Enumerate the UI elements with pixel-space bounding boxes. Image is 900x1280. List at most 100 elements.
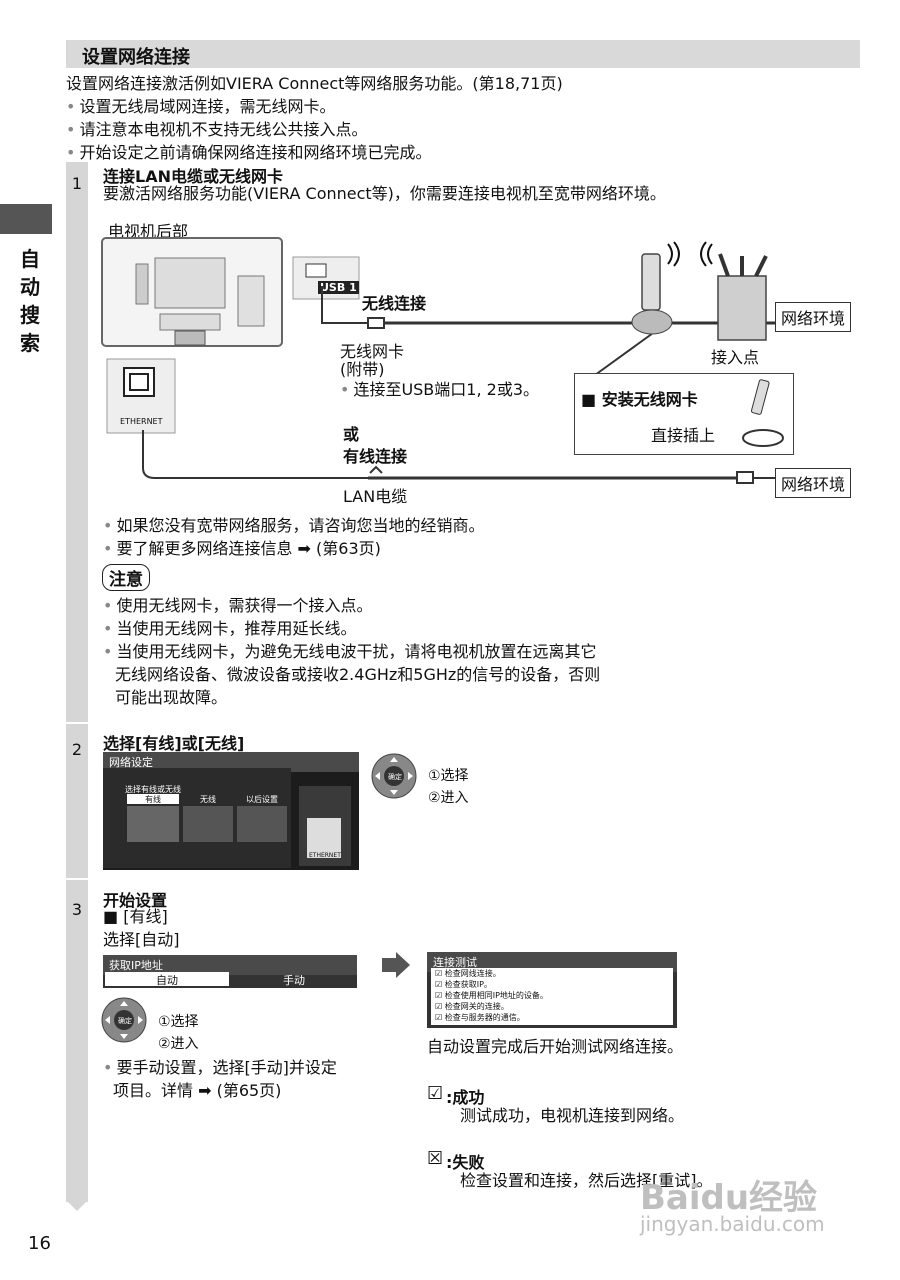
usb-port-label: USB 1 <box>318 281 359 294</box>
remote-dpad-icon <box>371 753 417 799</box>
adapter-plug-icon <box>742 379 784 447</box>
or-label: 或 <box>343 425 360 444</box>
step-number-2: 2 <box>71 740 83 759</box>
connection-test-screen: 连接测试 ☑ 检查网线连接。 ☑ 检查获取IP。 ☑ 检查使用相同IP地址的设备… <box>427 952 677 1028</box>
nav-enter: ②进入 <box>428 790 469 806</box>
watermark-brand: Baidu经验 <box>640 1178 818 1218</box>
success-label: :成功 <box>446 1088 485 1107</box>
adapter-incl-label: (附带) <box>340 360 385 379</box>
intro-note-1: 设置无线局域网连接，需无线网卡。 <box>66 95 563 118</box>
nav-select: ①选择 <box>428 768 469 784</box>
manual-note-line-2: 项目。详情 ➡ (第65页) <box>113 1081 282 1100</box>
caution-item-3-line-1: 当使用无线网卡，为避免无线电波干扰，请将电视机放置在远离其它 <box>103 640 600 663</box>
access-point-label: 接入点 <box>711 348 760 367</box>
step1-bullet-1: 如果您没有宽带网络服务，请咨询您当地的经销商。 <box>103 514 484 537</box>
menu-prompt: 选择有线或无线 <box>125 785 181 794</box>
intro-note-3: 开始设定之前请确保网络连接和网络环境已完成。 <box>66 141 563 164</box>
wired-thumbnail <box>127 806 179 842</box>
network-env-label-2: 网络环境 <box>775 468 852 498</box>
install-title: ■ 安装无线网卡 <box>581 390 698 409</box>
arrow-right-icon <box>382 952 410 978</box>
step-bar-arrow <box>66 1200 88 1211</box>
step1-bullet-2: 要了解更多网络连接信息 ➡ (第63页) <box>103 537 484 560</box>
manual-note: 要手动设置，选择[手动]并设定 项目。详情 ➡ (第65页) <box>103 1056 337 1102</box>
wireless-thumbnail <box>183 806 233 842</box>
ip-option-auto[interactable]: 自动 <box>105 972 229 987</box>
menu-title: 网络设定 <box>103 752 359 772</box>
ip-menu: 获取IP地址 自动 手动 <box>103 955 357 988</box>
side-label: 自动搜索 <box>20 247 40 355</box>
section-title: 设置网络连接 <box>82 47 190 68</box>
tv-rear-illustration <box>101 237 283 347</box>
step1-bullets: 如果您没有宽带网络服务，请咨询您当地的经销商。 要了解更多网络连接信息 ➡ (第… <box>103 514 484 560</box>
option-wireless[interactable]: 无线 <box>200 795 216 804</box>
usb-note: 连接至USB端口1, 2或3。 <box>340 378 539 401</box>
test-title: 连接测试 <box>427 952 677 972</box>
install-box: ■ 安装无线网卡 直接插上 <box>574 373 794 455</box>
caution-item-2: 当使用无线网卡，推荐用延长线。 <box>103 617 600 640</box>
step3-title: 开始设置 <box>103 891 168 910</box>
screen-ethernet-label: ETHERNET <box>309 852 341 859</box>
install-note: 直接插上 <box>651 426 716 445</box>
option-later[interactable]: 以后设置 <box>246 795 278 804</box>
fail-icon: ☒ <box>427 1148 444 1169</box>
step1-title: 连接LAN电缆或无线网卡 <box>103 167 283 186</box>
test-item-1: ☑ 检查网线连接。 <box>435 969 501 978</box>
lan-cable-label: LAN电缆 <box>343 487 408 506</box>
watermark-url: jingyan.baidu.com <box>640 1212 825 1236</box>
remote-dpad-icon <box>101 997 147 1043</box>
side-tab-marker <box>0 204 52 234</box>
step-bar <box>66 162 88 1202</box>
ip-menu-title: 获取IP地址 <box>103 955 357 975</box>
step-separator <box>66 722 860 724</box>
test-item-3: ☑ 检查使用相同IP地址的设备。 <box>435 991 548 1000</box>
page-number: 16 <box>28 1233 51 1254</box>
test-note: 自动设置完成后开始测试网络连接。 <box>427 1037 684 1056</box>
access-point-icon <box>717 253 768 341</box>
test-item-2: ☑ 检查获取IP。 <box>435 980 492 989</box>
adapter-label: 无线网卡 <box>340 342 405 361</box>
connection-diagram <box>142 286 780 484</box>
manual-note-line-1: 要手动设置，选择[手动]并设定 <box>103 1056 337 1079</box>
option-wired[interactable]: 有线 <box>127 794 179 804</box>
step3-select-auto: 选择[自动] <box>103 930 180 949</box>
test-item-5: ☑ 检查与服务器的通信。 <box>435 1013 525 1022</box>
wireless-adapter-icon <box>631 253 673 335</box>
ip-option-manual[interactable]: 手动 <box>283 974 305 987</box>
tv-rear-label: 电视机后部 <box>108 222 189 241</box>
ethernet-port-zoom <box>106 358 176 434</box>
test-item-4: ☑ 检查网关的连接。 <box>435 1002 509 1011</box>
step2-title: 选择[有线]或[无线] <box>103 734 245 753</box>
intro-text: 设置网络连接激活例如VIERA Connect等网络服务功能。(第18,71页) <box>66 74 563 93</box>
later-thumbnail <box>237 806 287 842</box>
section-header-bar <box>66 40 860 68</box>
ethernet-label: ETHERNET <box>120 417 163 426</box>
step-separator <box>66 878 860 880</box>
ok-button[interactable]: 确定 <box>388 773 402 781</box>
wireless-conn-label: 无线连接 <box>362 294 427 313</box>
caution-label: 注意 <box>102 564 150 591</box>
success-text: 测试成功，电视机连接到网络。 <box>460 1106 685 1125</box>
step3-wired: ■ [有线] <box>103 907 168 926</box>
step-number-3: 3 <box>71 900 83 919</box>
ok-button[interactable]: 确定 <box>118 1017 132 1025</box>
intro-note-2: 请注意本电视机不支持无线公共接入点。 <box>66 118 563 141</box>
caution-item-3-line-2: 无线网络设备、微波设备或接收2.4GHz和5GHz的信号的设备，否则 <box>115 665 601 684</box>
step1-desc: 要激活网络服务功能(VIERA Connect等)，你需要连接电视机至宽带网络环… <box>103 184 666 203</box>
check-icon: ☑ <box>427 1083 444 1104</box>
caution-list: 使用无线网卡，需获得一个接入点。 当使用无线网卡，推荐用延长线。 当使用无线网卡… <box>103 594 600 709</box>
fail-text: 检查设置和连接，然后选择[重试]。 <box>460 1171 713 1190</box>
caution-item-1: 使用无线网卡，需获得一个接入点。 <box>103 594 600 617</box>
step-number-1: 1 <box>71 174 83 193</box>
network-settings-screen: 网络设定 选择有线或无线 有线 无线 以后设置 ETHERNET <box>103 752 359 870</box>
nav-select: ①选择 <box>158 1014 199 1030</box>
caution-item-3-line-3: 可能出现故障。 <box>115 688 228 707</box>
test-list: ☑ 检查网线连接。 ☑ 检查获取IP。 ☑ 检查使用相同IP地址的设备。 ☑ 检… <box>431 968 673 1025</box>
nav-enter: ②进入 <box>158 1036 199 1052</box>
ethernet-preview <box>307 818 341 858</box>
intro-block: 设置网络连接激活例如VIERA Connect等网络服务功能。(第18,71页)… <box>66 72 563 164</box>
network-env-label: 网络环境 <box>775 302 852 332</box>
fail-label: :失败 <box>446 1153 485 1172</box>
wifi-signal-icon <box>667 241 713 267</box>
wired-conn-label: 有线连接 <box>343 447 408 466</box>
